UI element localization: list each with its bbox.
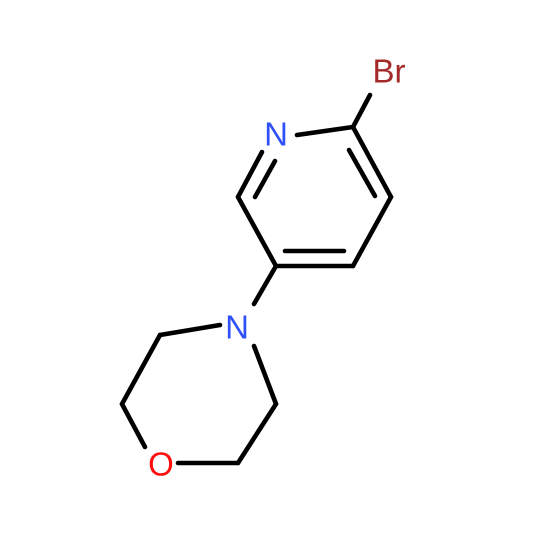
- bond-c5-c6: [235, 194, 279, 269]
- bromine-label: Br: [373, 53, 406, 90]
- bond-n1-c2: [294, 124, 356, 138]
- bond-ch2-n-right: [251, 343, 279, 407]
- bond-c6-n1-outer: [235, 149, 265, 200]
- bond-ch2-ch2-left: [119, 332, 163, 407]
- bond-c2-c3-outer: [350, 124, 394, 200]
- morpholine-ring: [119, 322, 279, 466]
- morpholine-nitrogen-label: N: [225, 309, 249, 346]
- bond-n-ch2-left: [157, 322, 223, 338]
- morpholine-oxygen-label: O: [148, 446, 174, 483]
- bond-c6-n1-inner: [252, 158, 278, 200]
- pyridine-ring: [235, 92, 394, 269]
- bond-ch2-ch2-right: [235, 401, 279, 466]
- bond-ch2-o-left: [119, 401, 148, 450]
- pyridine-nitrogen-label: N: [264, 116, 288, 153]
- bond-c3-c4: [350, 194, 394, 269]
- bond-c5-morpholine-n: [251, 263, 279, 307]
- bond-c2-c3-inner: [346, 147, 378, 199]
- bond-c2-br: [350, 92, 373, 130]
